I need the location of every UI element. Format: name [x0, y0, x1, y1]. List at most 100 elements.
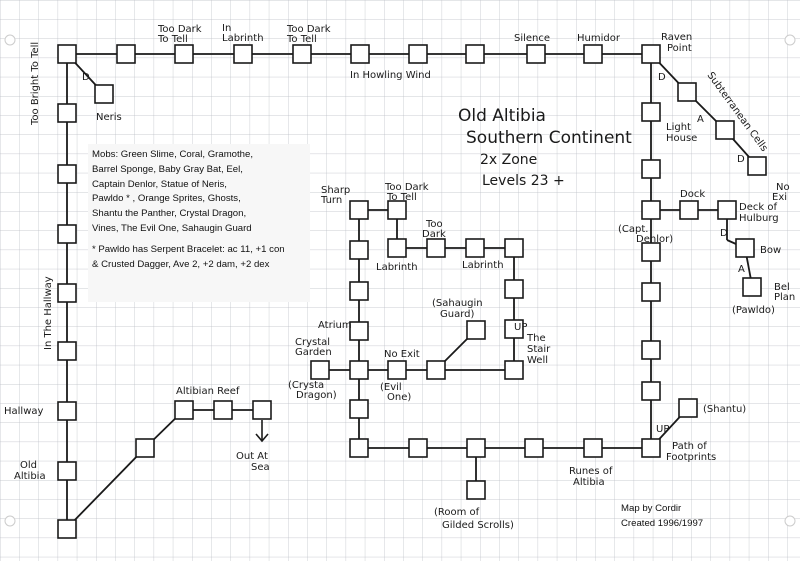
- room-node: [57, 224, 77, 244]
- binder-hole: [4, 34, 16, 46]
- label-humidor: Humidor: [577, 33, 621, 44]
- label-deck-a: Deck of: [739, 202, 777, 213]
- room-node: [641, 282, 661, 302]
- label-silence: Silence: [514, 33, 550, 44]
- room-node: [350, 44, 370, 64]
- room-node: [310, 360, 330, 380]
- label-bow: Bow: [760, 245, 781, 256]
- room-node: [349, 438, 369, 458]
- room-node: [641, 340, 661, 360]
- label-pawldo: (Pawldo): [732, 305, 775, 316]
- label-crystal-dragon-b: Dragon): [296, 390, 337, 401]
- label-path-footprints-b: Footprints: [666, 452, 716, 463]
- room-node: [524, 438, 544, 458]
- label-raven-a: Raven: [661, 32, 692, 43]
- room-node: [233, 44, 253, 64]
- title-line-4: Levels 23 +: [482, 173, 565, 189]
- room-node: [679, 200, 699, 220]
- room-node: [174, 44, 194, 64]
- label-dock: Dock: [680, 189, 705, 200]
- label-up-stair-d: Well: [527, 355, 548, 366]
- mobs-line: Captain Denlor, Statue of Neris,: [92, 178, 227, 190]
- room-node: [57, 283, 77, 303]
- room-node: [426, 238, 446, 258]
- room-node: [641, 242, 661, 262]
- room-node: [426, 360, 446, 380]
- room-node: [292, 44, 312, 64]
- room-node: [641, 44, 661, 64]
- room-node: [387, 360, 407, 380]
- label-too-dark-1-b: To Tell: [157, 34, 188, 45]
- mobs-info-box: Mobs: Green Slime, Coral, Gramothe, Barr…: [88, 144, 310, 302]
- label-crystal-garden-a: Crystal: [295, 337, 330, 348]
- room-node: [57, 44, 77, 64]
- dir-d-bow: D: [720, 228, 728, 239]
- room-node: [57, 461, 77, 481]
- dir-d-neris: D: [82, 72, 90, 83]
- label-in-labrinth-b: Labrinth: [222, 33, 264, 44]
- label-evil-one-a: (Evil: [380, 382, 402, 393]
- room-node: [349, 281, 369, 301]
- room-node: [742, 277, 762, 297]
- dir-a-bel: A: [738, 264, 745, 275]
- room-node: [408, 44, 428, 64]
- label-capt-b: Denlor): [636, 234, 673, 245]
- room-node: [57, 519, 77, 539]
- room-node: [526, 44, 546, 64]
- room-node: [252, 400, 272, 420]
- label-sharp-turn-a: Sharp: [321, 185, 350, 196]
- label-neris: Neris: [96, 112, 122, 123]
- title-line-3: 2x Zone: [480, 152, 537, 168]
- room-node: [387, 238, 407, 258]
- mobs-line: Mobs: Green Slime, Coral, Gramothe,: [92, 149, 254, 160]
- label-lighthouse-b: House: [666, 133, 697, 144]
- room-node: [466, 480, 486, 500]
- label-old-altibia-b: Altibia: [14, 471, 46, 482]
- room-node: [715, 120, 735, 140]
- label-lighthouse-a: Light: [666, 122, 691, 133]
- room-node: [57, 401, 77, 421]
- label-in-labrinth-a: In: [222, 23, 231, 34]
- room-node: [466, 320, 486, 340]
- room-node: [174, 400, 194, 420]
- label-sahaugin-b: Guard): [440, 309, 474, 320]
- label-no-exit-center: No Exit: [384, 349, 420, 360]
- label-too-dark-3-a: Too Dark: [384, 182, 429, 193]
- label-atrium: Atrium: [318, 320, 352, 331]
- mobs-line: Vines, The Evil One, Sahaugin Guard: [92, 222, 252, 234]
- out-to-sea-arrow: [255, 420, 269, 443]
- room-node: [349, 240, 369, 260]
- room-node: [641, 438, 661, 458]
- room-node: [678, 398, 698, 418]
- room-node: [465, 44, 485, 64]
- room-node: [641, 200, 661, 220]
- room-node: [641, 159, 661, 179]
- room-node: [717, 200, 737, 220]
- label-runes-b: Altibia: [573, 477, 605, 488]
- label-no-exit-e-a: No: [776, 182, 790, 193]
- room-node: [57, 103, 77, 123]
- label-sharp-turn-b: Turn: [320, 195, 342, 206]
- room-node: [735, 238, 755, 258]
- room-node: [504, 360, 524, 380]
- mobs-line: Barrel Sponge, Baby Gray Bat, Eel,: [92, 163, 243, 175]
- label-out-at-sea-b: Sea: [251, 462, 270, 473]
- label-hallway: Hallway: [4, 406, 44, 417]
- label-runes-a: Runes of: [569, 466, 613, 477]
- label-howling-wind: In Howling Wind: [350, 70, 431, 81]
- room-node: [747, 156, 767, 176]
- room-node: [349, 360, 369, 380]
- label-evil-one-b: One): [387, 392, 411, 403]
- room-node: [677, 82, 697, 102]
- label-no-exit-e-b: Exi: [772, 192, 787, 203]
- label-old-altibia-a: Old: [20, 460, 37, 471]
- room-node: [504, 319, 524, 339]
- room-node: [349, 399, 369, 419]
- label-up-stair-b: The: [526, 333, 546, 344]
- label-too-dark-3-b: To Tell: [386, 192, 417, 203]
- label-too-dark-1-a: Too Dark: [157, 24, 202, 35]
- note-line: * Pawldo has Serpent Bracelet: ac 11, +1…: [92, 243, 285, 255]
- room-node: [408, 438, 428, 458]
